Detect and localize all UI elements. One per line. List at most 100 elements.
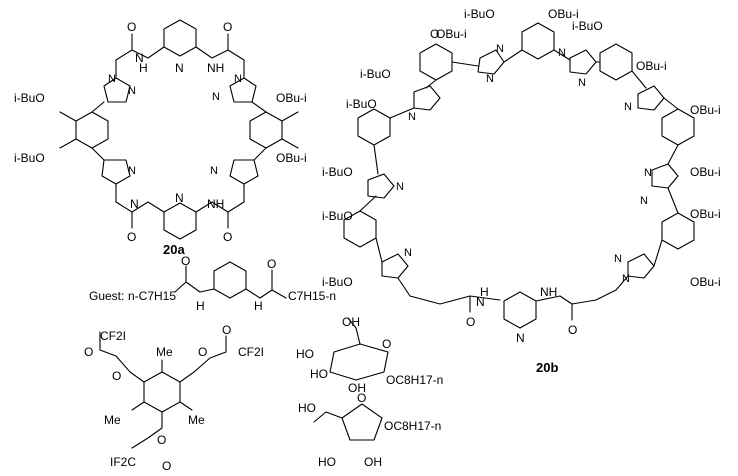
atom-label: O (223, 20, 232, 34)
benzene-ring (249, 111, 283, 149)
atom-label: Me (156, 345, 173, 359)
compound-label-20b: 20b (536, 360, 558, 375)
atom-label: N (128, 165, 136, 177)
atom-label: Me (188, 413, 205, 427)
atom-label: N (516, 331, 525, 345)
atom-label: Me (104, 413, 121, 427)
atom-label: O (267, 257, 276, 271)
compound-label-20a: 20a (163, 242, 185, 257)
atom-label: i-BuO (572, 19, 603, 33)
atom-label: HO (318, 455, 336, 469)
atom-label: N (210, 165, 218, 177)
atom-label: N (640, 195, 648, 207)
atom-label: OBu-i (276, 91, 307, 105)
triazole-ring (101, 159, 131, 185)
benzene-ring (75, 111, 109, 149)
guest-benzene-ring (213, 261, 247, 299)
atom-label: O (198, 345, 207, 359)
atom-label: O (181, 254, 190, 268)
atom-label: N (408, 111, 416, 123)
atom-label: NH (207, 61, 224, 75)
triazole-ring (413, 85, 441, 111)
pyridine-ring (503, 291, 537, 329)
atom-label: N (212, 91, 220, 103)
atom-label: O (357, 391, 366, 405)
triazole-ring (627, 253, 655, 279)
ribofuranoside: HO O OC8H17-n HO OH (298, 391, 441, 469)
atom-label: N (614, 253, 622, 265)
benzene-ring (419, 43, 453, 81)
atom-label: O (127, 20, 136, 34)
atom-label: i-BuO (14, 151, 45, 165)
furanose-ring (341, 403, 383, 441)
atom-label: i-BuO (346, 97, 377, 111)
atom-label: CF2I (238, 345, 264, 359)
atom-label: OBu-i (276, 151, 307, 165)
triazole-ring (103, 77, 131, 103)
atom-label: H (196, 299, 205, 313)
atom-label: HO (310, 367, 328, 381)
triazole-ring (381, 253, 409, 279)
macrocycle-20a: N O O H N NH N N N N i-BuO i-BuO OBu-i O… (14, 19, 307, 257)
atom-label: HO (296, 347, 314, 361)
atom-label: NH (207, 197, 224, 211)
macrocycle-20b: i-BuO OBu-i N N N N O OBu-i i-BuO i-BuO … (322, 7, 721, 375)
atom-label: N (496, 43, 504, 55)
atom-label: i-BuO (322, 209, 353, 223)
atom-label: N (175, 191, 184, 205)
atom-label: OC8H17-n (386, 373, 443, 387)
atom-label: NH (540, 285, 557, 299)
benzene-ring (599, 43, 633, 81)
triazole-ring (637, 85, 665, 111)
atom-label: IF2C (110, 455, 136, 469)
atom-label: OBu-i (548, 7, 579, 21)
atom-label: OBu-i (436, 27, 467, 41)
triazole-ring (229, 77, 257, 103)
atom-label: H (254, 299, 263, 313)
atom-label: H (139, 61, 148, 75)
atom-label: H (480, 285, 489, 299)
atom-label: i-BuO (464, 7, 495, 21)
guest-chain-left: n-C7H15 (128, 289, 176, 303)
atom-label: OBu-i (690, 275, 721, 289)
atom-label: N (175, 61, 184, 75)
atom-label: N (486, 73, 494, 85)
atom-label: i-BuO (14, 91, 45, 105)
guest-chain-right: C7H15-n (288, 289, 336, 303)
atom-label: N (644, 167, 652, 179)
atom-label: i-BuO (360, 67, 391, 81)
atom-label: OBu-i (690, 207, 721, 221)
atom-label: O (127, 230, 136, 244)
atom-label: N (108, 73, 116, 85)
atom-label: OC8H17-n (384, 419, 441, 433)
atom-label: OBu-i (690, 165, 721, 179)
atom-label: N (578, 77, 586, 89)
atom-label: i-BuO (322, 275, 353, 289)
atom-label: O (162, 459, 171, 473)
triazole-ring (651, 163, 679, 189)
atom-label: i-BuO (322, 165, 353, 179)
atom-label: OH (348, 381, 366, 395)
tris-iododifluoroacetate: CF2I O O Me Me Me O O CF2I O O IF2C (84, 323, 264, 473)
atom-label: CF2I (100, 329, 126, 343)
atom-label: N (624, 101, 632, 113)
glucopyranoside: OH O HO HO OH OC8H17-n (296, 315, 443, 395)
atom-label: N (476, 295, 485, 309)
guest-structure: Guest: n-C7H15 O O H H C7H15-n (89, 254, 336, 313)
atom-label: O (466, 315, 475, 329)
atom-label: O (222, 323, 231, 337)
pyranose-ring (329, 343, 389, 381)
atom-label: N (404, 247, 412, 259)
atom-label: OH (364, 455, 382, 469)
atom-label: HO (298, 401, 316, 415)
atom-label: N (396, 181, 404, 193)
atom-label: OH (342, 315, 360, 329)
pyridine-ring (163, 19, 197, 57)
guest-prefix-label: Guest: (89, 289, 124, 303)
atom-label: N (130, 197, 139, 211)
pyridine-ring (163, 202, 197, 240)
atom-label: O (430, 27, 439, 41)
atom-label: N (128, 85, 136, 97)
